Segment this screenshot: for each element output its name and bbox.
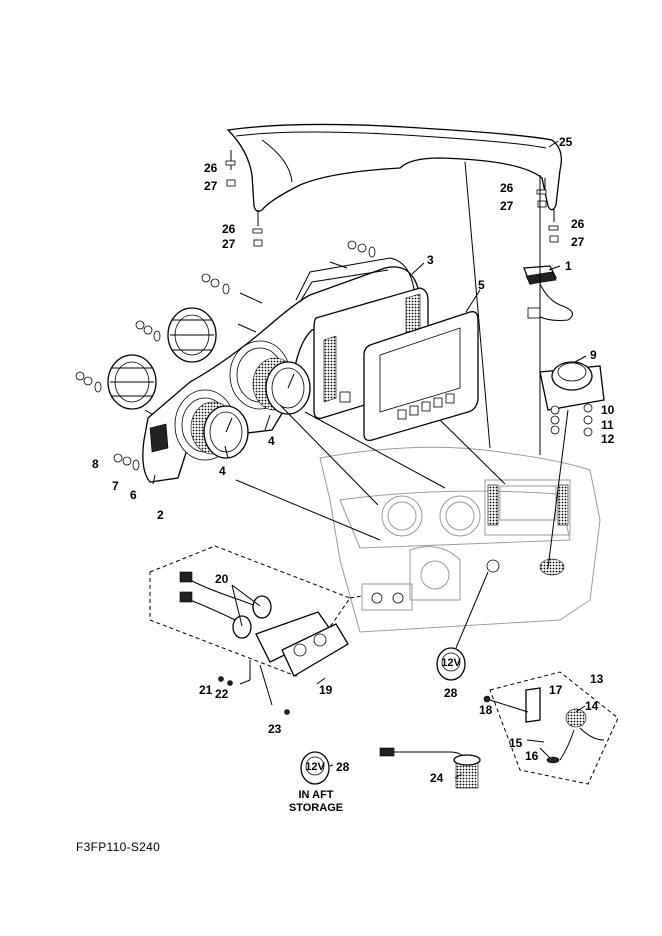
callout-28: 28 (444, 686, 458, 700)
gauge-right-part (252, 357, 311, 415)
display-bezel-part (363, 311, 479, 442)
callout-3: 3 (427, 253, 434, 267)
diagram-code: F3FP110-S240 (76, 840, 160, 854)
nut-washer-sets (75, 240, 376, 471)
small-screws (218, 676, 491, 715)
socket-12v-text: 12V (441, 657, 461, 669)
socket-12v-aft: 12V (300, 751, 330, 785)
callout-27: 27 (204, 179, 218, 193)
callout-26: 26 (500, 181, 514, 195)
aft-storage-note-line2: STORAGE (289, 802, 343, 814)
callout-21: 21 (199, 683, 213, 697)
callout-24: 24 (430, 771, 444, 785)
callout-25: 25 (559, 135, 573, 149)
callout-13: 13 (590, 672, 604, 686)
callout-26: 26 (222, 222, 236, 236)
callout-27: 27 (571, 235, 585, 249)
cable-fitting-part (379, 747, 481, 789)
callout-16: 16 (525, 749, 539, 763)
socket-12v-aft-text: 12V (305, 761, 325, 773)
callout-9: 9 (590, 348, 597, 362)
callout-11: 11 (601, 418, 614, 432)
callout-22: 22 (215, 687, 229, 701)
switch-part (523, 265, 573, 321)
gauge-left-part (190, 401, 249, 459)
callout-labels: 25 26 27 26 27 26 27 26 27 1 3 5 9 10 11… (92, 135, 615, 785)
callout-7: 7 (112, 479, 119, 493)
callout-6: 6 (130, 488, 137, 502)
callout-28: 28 (336, 760, 350, 774)
callout-27: 27 (222, 237, 236, 251)
callout-1: 1 (565, 259, 572, 273)
box-13-outline (489, 671, 619, 785)
callout-17: 17 (549, 683, 563, 697)
callout-26: 26 (204, 161, 218, 175)
callout-19: 19 (319, 683, 333, 697)
joystick-part (539, 361, 605, 437)
callout-8: 8 (92, 457, 99, 471)
callout-20: 20 (215, 572, 229, 586)
panel-screws (144, 261, 348, 415)
aft-storage-note-line1: IN AFT (298, 789, 333, 801)
hood-studs (225, 150, 559, 247)
callout-12: 12 (601, 432, 615, 446)
callout-4: 4 (219, 464, 226, 478)
callout-23: 23 (268, 722, 282, 736)
callout-26: 26 (571, 217, 585, 231)
callout-15: 15 (509, 736, 523, 750)
callout-27: 27 (500, 199, 514, 213)
socket-plate-part (255, 611, 349, 677)
callout-4: 4 (268, 434, 275, 448)
socket-12v-mid: 12V (436, 647, 466, 681)
gauge-bezel-rings (107, 307, 217, 410)
assembled-console-outline (319, 446, 601, 633)
callout-18: 18 (479, 703, 493, 717)
usb-cables-part (179, 571, 272, 639)
callout-10: 10 (601, 403, 615, 417)
callout-2: 2 (157, 508, 164, 522)
console-hood-part (226, 123, 563, 212)
leader-lines (152, 140, 587, 779)
callout-5: 5 (478, 278, 485, 292)
callout-14: 14 (585, 699, 599, 713)
